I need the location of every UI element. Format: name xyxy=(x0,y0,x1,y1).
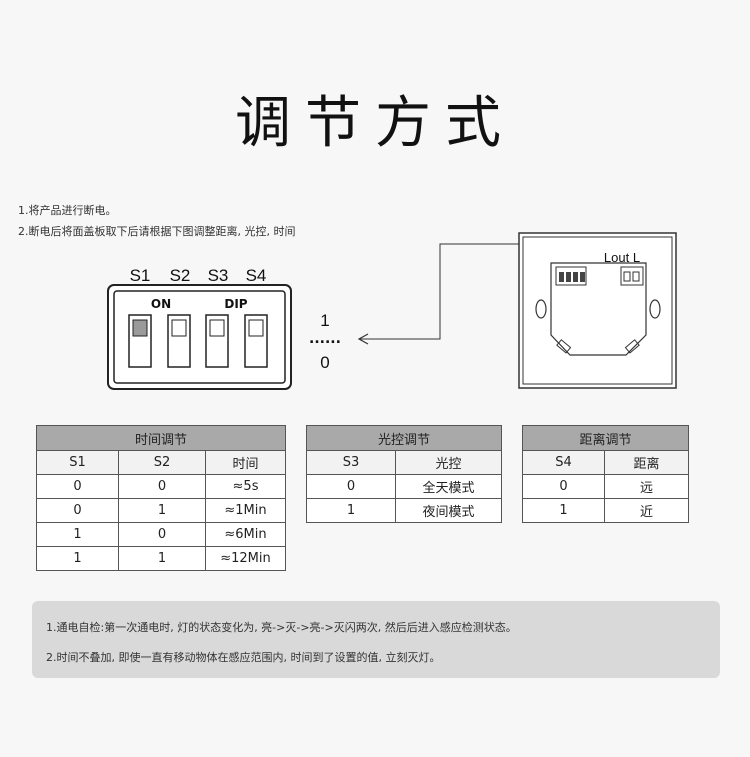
table-row: 0 全天模式 xyxy=(306,474,502,499)
table-cell: 全天模式 xyxy=(395,474,502,499)
table-row: 1 0 ≈6Min xyxy=(36,522,286,547)
switch-label-s3: S3 xyxy=(208,266,229,285)
distance-adjust-table: 距离调节 S4 距离 0 远 1 近 xyxy=(522,425,689,523)
light-header-s3: S3 xyxy=(306,450,396,475)
table-cell: 0 xyxy=(118,474,206,499)
dip-switch-diagram: S1 S2 S3 S4 ON DIP 1 ...... 0 xyxy=(107,232,677,390)
table-cell: 0 xyxy=(118,522,206,547)
page-title: 调节方式 xyxy=(235,91,515,156)
dip-switch-inner-frame xyxy=(113,290,286,384)
distance-table-title: 距离调节 xyxy=(522,425,689,451)
table-row: 0 0 ≈5s xyxy=(36,474,286,499)
dip-switch-4[interactable] xyxy=(244,314,268,368)
light-adjust-table: 光控调节 S3 光控 0 全天模式 1 夜间模式 xyxy=(306,425,502,523)
table-row: 0 远 xyxy=(522,474,689,499)
table-cell: 0 xyxy=(306,474,396,499)
table-row: 0 1 ≈1Min xyxy=(36,498,286,523)
table-cell: ≈1Min xyxy=(205,498,286,523)
dip-switch-2[interactable] xyxy=(167,314,191,368)
on-label: ON xyxy=(151,297,171,311)
left-mount-hole xyxy=(535,299,547,319)
distance-header-range: 距离 xyxy=(604,450,689,475)
table-cell: 1 xyxy=(118,546,206,571)
table-cell: 0 xyxy=(36,498,119,523)
dip-switch-3[interactable] xyxy=(205,314,229,368)
note-1: 1.通电自检:第一次通电时, 灯的状态变化为, 亮->灭->亮->灭闪两次, 然… xyxy=(46,621,517,634)
distance-header-s4: S4 xyxy=(522,450,605,475)
state-high-label: 1 xyxy=(320,311,329,330)
table-row: 1 夜间模式 xyxy=(306,498,502,523)
right-mount-hole xyxy=(649,299,661,319)
switch-label-s2: S2 xyxy=(170,266,191,285)
step-1: 1.将产品进行断电。 xyxy=(18,204,117,217)
table-cell: 0 xyxy=(522,474,605,499)
table-row: 1 近 xyxy=(522,498,689,523)
light-header-mode: 光控 xyxy=(395,450,502,475)
state-low-label: 0 xyxy=(320,353,329,372)
table-cell: 远 xyxy=(604,474,689,499)
dip-switch-1[interactable] xyxy=(128,314,152,368)
step-2: 2.断电后将面盖板取下后请根据下图调整距离, 光控, 时间 xyxy=(18,225,296,238)
pointer-arrowhead xyxy=(357,333,369,345)
note-2: 2.时间不叠加, 即使一直有移动物体在感应范围内, 时间到了设置的值, 立刻灭灯… xyxy=(46,651,441,664)
table-cell: ≈5s xyxy=(205,474,286,499)
table-cell: 夜间模式 xyxy=(395,498,502,523)
table-cell: ≈12Min xyxy=(205,546,286,571)
table-cell: 1 xyxy=(36,546,119,571)
table-cell: 1 xyxy=(522,498,605,523)
dip-label: DIP xyxy=(224,297,247,311)
state-dots: ...... xyxy=(309,331,341,347)
table-cell: 近 xyxy=(604,498,689,523)
time-table-title: 时间调节 xyxy=(36,425,286,451)
time-adjust-table: 时间调节 S1 S2 时间 0 0 ≈5s 0 1 ≈1Min 1 0 ≈6Mi… xyxy=(36,425,286,571)
table-cell: 1 xyxy=(36,522,119,547)
port-label: Lout L xyxy=(604,250,640,265)
time-header-s1: S1 xyxy=(36,450,119,475)
module-outline xyxy=(550,262,647,356)
table-cell: ≈6Min xyxy=(205,522,286,547)
table-cell: 0 xyxy=(36,474,119,499)
time-header-time: 时间 xyxy=(205,450,286,475)
switch-label-s4: S4 xyxy=(246,266,267,285)
table-cell: 1 xyxy=(306,498,396,523)
table-cell: 1 xyxy=(118,498,206,523)
device-back-panel xyxy=(518,232,677,389)
switch-label-s1: S1 xyxy=(130,266,151,285)
table-row: 1 1 ≈12Min xyxy=(36,546,286,571)
notes-box: 1.通电自检:第一次通电时, 灯的状态变化为, 亮->灭->亮->灭闪两次, 然… xyxy=(32,601,720,678)
time-header-s2: S2 xyxy=(118,450,206,475)
light-table-title: 光控调节 xyxy=(306,425,502,451)
